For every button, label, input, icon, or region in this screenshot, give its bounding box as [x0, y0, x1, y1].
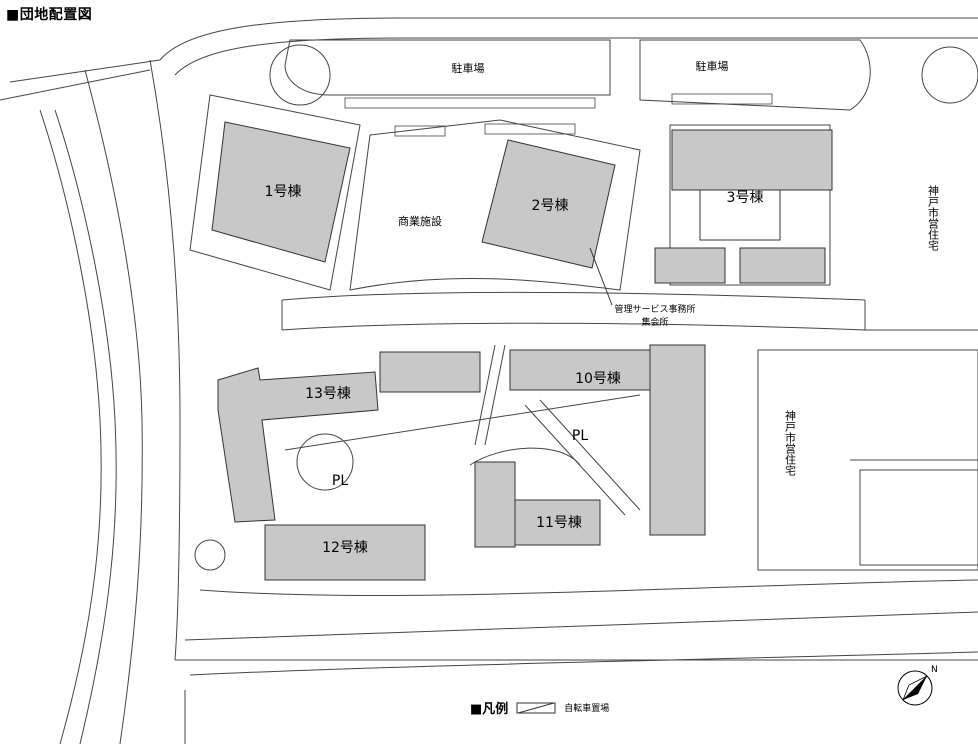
building-1 — [189, 94, 361, 291]
parking-label-left: 駐車場 — [452, 61, 485, 75]
pl-label-2: PL — [572, 428, 588, 444]
building-10-label: 10号棟 — [575, 371, 621, 387]
plaza-path — [469, 447, 581, 466]
commercial-label: 商業施設 — [398, 214, 442, 228]
building-13-label: 13号棟 — [305, 386, 351, 402]
building-3-label: 3号棟 — [727, 190, 764, 206]
legend-bicycle-parking: 自転車置場 — [564, 704, 610, 714]
building-3 — [654, 124, 833, 286]
city-housing-label-top: 神戸市営住宅 — [927, 184, 940, 251]
building-1-label: 1号棟 — [265, 184, 302, 200]
bicycle-parking — [344, 93, 773, 137]
building-11-label: 11号棟 — [536, 515, 582, 531]
mgmt-office-label: 管理サービス事務所 — [614, 303, 695, 315]
building-10 — [379, 344, 706, 536]
building-12 — [264, 524, 426, 581]
assembly-hall-label: 集会所 — [641, 316, 668, 328]
legend-title: ■凡例 — [470, 702, 509, 717]
legend: ■凡例 自転車置場 — [470, 698, 609, 717]
building-13 — [217, 367, 379, 523]
building-2-label: 2号棟 — [532, 198, 569, 214]
building-11 — [474, 461, 601, 548]
roads — [0, 17, 978, 744]
building-12-label: 12号棟 — [322, 540, 368, 556]
parking-area-right — [639, 39, 978, 111]
building-2 — [481, 139, 616, 269]
page-title: ■団地配置図 — [6, 7, 93, 23]
city-housing-label-mid: 神戸市営住宅 — [784, 409, 797, 476]
city-housing-block — [757, 349, 978, 571]
svg-text:N: N — [931, 665, 938, 675]
north-arrow-icon: N — [897, 665, 938, 706]
parking-area-left — [269, 39, 611, 106]
plaza-circle — [296, 433, 354, 491]
pl-label-1: PL — [332, 473, 348, 489]
bicycle-parking-symbol-icon — [516, 702, 556, 713]
commercial-facility — [349, 119, 641, 291]
parking-label-right: 駐車場 — [696, 59, 729, 73]
